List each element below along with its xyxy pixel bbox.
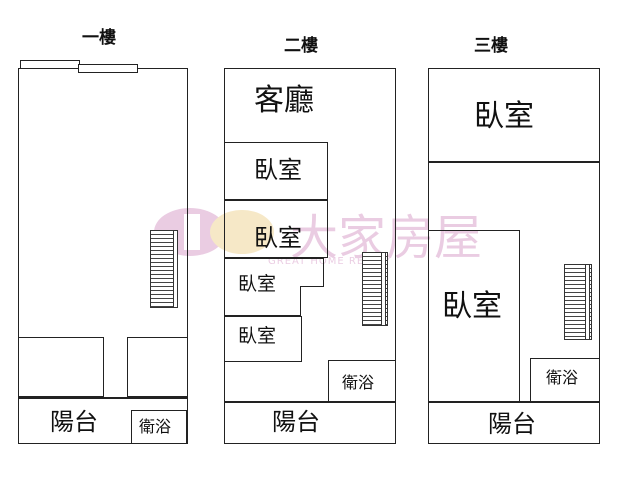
stairs [150,230,178,308]
bedroom [224,316,302,362]
room-label-living: 客廳 [254,83,314,118]
room-label-bedroom: 臥室 [442,289,502,324]
wall-notch [300,286,324,316]
room-label-bedroom: 臥室 [254,156,302,184]
room-label-bathroom: 衛浴 [342,373,375,392]
stairs [564,264,592,340]
room-label-bathroom: 衛浴 [139,417,172,436]
divider [428,401,600,403]
divider [224,401,396,403]
room-label-bathroom: 衛浴 [546,368,579,387]
window-bar [20,60,80,69]
room-label-bedroom: 臥室 [474,99,534,134]
bedroom [224,142,328,200]
floor-1-title: 一樓 [82,28,116,48]
bedroom [224,200,328,258]
room-label-balcony: 陽台 [272,408,320,436]
floor-3-title: 三樓 [474,36,508,56]
divider [428,161,600,163]
room-label-bedroom: 臥室 [254,224,302,252]
room-label-bedroom: 臥室 [238,273,277,295]
room-label-bedroom: 臥室 [238,325,277,347]
divider [18,397,188,399]
room-label-balcony: 陽台 [488,410,536,438]
brand-subtitle: GREAT HOME REALTY [268,256,392,267]
room-box [127,337,188,397]
stairs [362,252,388,326]
window-bar [78,64,138,73]
bathroom [131,410,187,444]
room-label-balcony: 陽台 [50,408,98,436]
room-box [18,337,104,397]
floor-2-title: 二樓 [284,36,318,56]
